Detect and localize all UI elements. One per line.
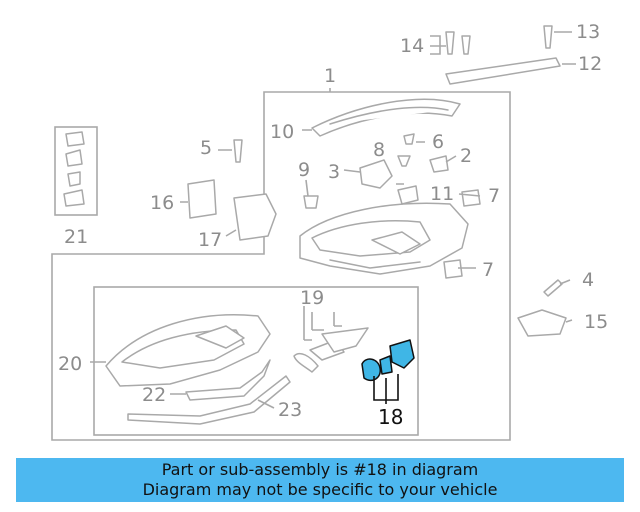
bracket-12-part — [445, 57, 561, 85]
bracket-3-part — [359, 159, 393, 189]
callout-5: 5 — [200, 137, 212, 159]
callout-3: 3 — [328, 161, 340, 183]
trim-strip-23-part — [127, 375, 291, 425]
screw-5-part — [233, 139, 243, 163]
grommet-2-part — [429, 155, 449, 173]
trim-strip-22-part — [185, 359, 271, 401]
banner-line-2: Diagram may not be specific to your vehi… — [142, 480, 498, 499]
callout-23: 23 — [278, 399, 302, 421]
screw-13-part — [543, 25, 553, 49]
callout-7b: 7 — [482, 259, 494, 281]
callout-22: 22 — [142, 384, 166, 406]
callout-7a: 7 — [488, 185, 500, 207]
cap-9-part — [303, 195, 319, 209]
callout-9: 9 — [298, 159, 310, 181]
connector-7-part — [461, 189, 481, 207]
callout-4: 4 — [582, 269, 594, 291]
callout-12: 12 — [578, 53, 602, 75]
callout-2: 2 — [460, 145, 472, 167]
callout-6: 6 — [432, 131, 444, 153]
bracket-17-part — [233, 193, 277, 241]
screw-14b-part — [461, 35, 471, 55]
connector-7b-part — [443, 259, 463, 279]
screw-8-part — [397, 155, 411, 167]
banner-line-1: Part or sub-assembly is #18 in diagram — [161, 460, 479, 479]
sub-assembly-outline — [93, 286, 419, 436]
info-banner: Part or sub-assembly is #18 in diagram D… — [16, 458, 624, 502]
callout-14: 14 — [400, 35, 424, 57]
headlamp-part — [299, 202, 469, 275]
callout-21: 21 — [64, 226, 88, 248]
callout-18: 18 — [378, 405, 403, 429]
callout-17: 17 — [198, 229, 222, 251]
callout-10: 10 — [270, 121, 294, 143]
module-15-part — [517, 309, 567, 337]
callout-19: 19 — [300, 287, 324, 309]
callout-8: 8 — [373, 139, 385, 161]
clip-6-part — [403, 133, 415, 145]
headlamp-lower-part — [105, 314, 271, 387]
callout-13: 13 — [576, 21, 600, 43]
callout-1: 1 — [324, 65, 336, 87]
bracket-16-part — [187, 179, 217, 219]
bulb-11-part — [397, 185, 419, 205]
screw-14-part — [445, 31, 455, 55]
callout-20: 20 — [58, 353, 82, 375]
clips-21-part — [63, 131, 85, 207]
screw-4-part — [543, 279, 563, 297]
callout-11: 11 — [430, 183, 454, 205]
assembly-outline — [51, 91, 511, 441]
highlighted-part-18 — [361, 339, 415, 404]
callout-15: 15 — [584, 311, 608, 333]
clip-kit-outline — [54, 126, 98, 216]
callout-16: 16 — [150, 192, 174, 214]
seal-19-part — [293, 327, 369, 373]
